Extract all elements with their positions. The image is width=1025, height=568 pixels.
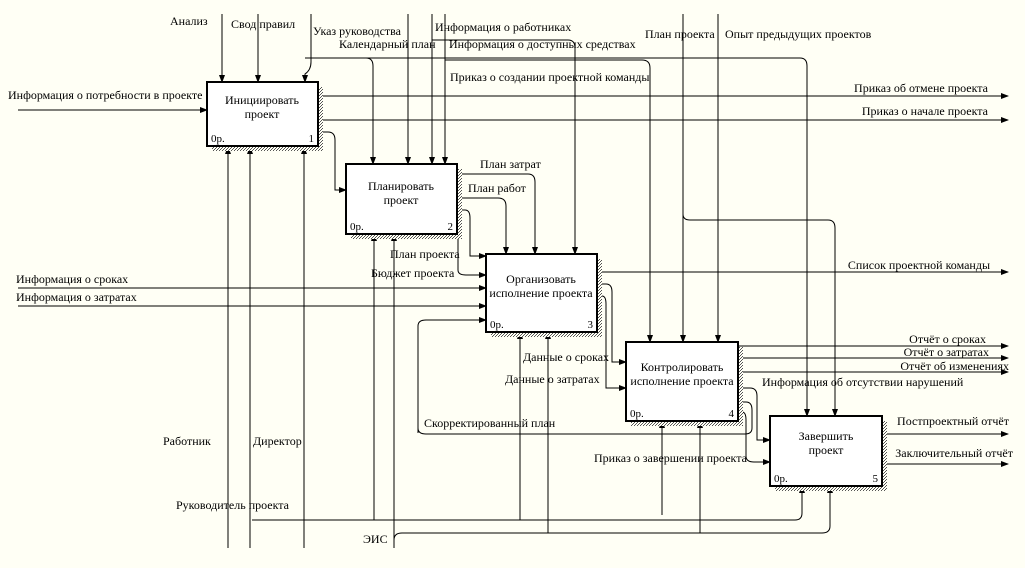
label-info-narusheniya: Информация об отсутствии нарушений xyxy=(762,375,964,389)
arrow-byudzhet xyxy=(457,222,487,278)
box-title-line: исполнение проекта xyxy=(630,374,734,388)
label-otchet-izmeneniya: Отчёт об изменениях xyxy=(900,359,1009,373)
label-spisok-komandy: Список проектной команды xyxy=(848,258,990,272)
label-plan-proekta: План проекта xyxy=(390,247,460,261)
label-info-sredstva: Информация о доступных средствах xyxy=(449,37,636,51)
label-info-potrebnost: Информация о потребности в проекте xyxy=(8,88,202,102)
arrow-ukaz xyxy=(302,14,312,83)
svg-text:проект: проект xyxy=(809,443,845,457)
box-title-line: исполнение проекта xyxy=(489,286,593,300)
activity-box-2[interactable]: Планировать проект 0р. 2 xyxy=(345,163,462,239)
label-plan-zatrat: План затрат xyxy=(480,157,542,171)
svg-text:исполнение проекта: исполнение проекта xyxy=(630,374,734,388)
label-prikaz-komanda: Приказ о создании проектной команды xyxy=(450,70,649,84)
svg-text:проект: проект xyxy=(384,193,420,207)
arrow-eis-b5 xyxy=(393,485,833,548)
arrow-feedback-b3 xyxy=(417,317,487,433)
box-number: 5 xyxy=(873,473,879,485)
label-prikaz-otmena: Приказ об отмене проекта xyxy=(854,81,989,95)
label-zaklyuch: Заключительный отчёт xyxy=(895,446,1014,460)
activity-box-4[interactable]: Контролировать исполнение проекта 0р. 4 xyxy=(625,341,743,426)
label-direktor: Директор xyxy=(253,434,302,448)
activity-box-5[interactable]: Завершить проект 0р. 5 xyxy=(769,415,887,491)
label-plan-proekta-top: План проекта xyxy=(645,27,715,41)
arrow-kalendarny-plan xyxy=(340,57,376,165)
box-cost: 0р. xyxy=(774,473,788,485)
svg-text:Инициировать: Инициировать xyxy=(225,93,300,107)
svg-text:Организовать: Организовать xyxy=(506,272,576,286)
svg-text:Планировать: Планировать xyxy=(368,179,435,193)
arrow-b3-to-b4b xyxy=(597,295,627,391)
box-number: 3 xyxy=(588,319,594,331)
label-otchet-zatraty: Отчёт о затратах xyxy=(904,345,989,359)
activity-boxes: Инициировать проект 0р. 1 Планировать пр… xyxy=(206,81,887,491)
box-number: 1 xyxy=(309,133,315,145)
label-opyt: Опыт предыдущих проектов xyxy=(725,27,872,41)
arrow-plan-proekta-b5 xyxy=(682,213,838,417)
label-ukaz: Указ руководства xyxy=(313,24,402,38)
box-cost: 0р. xyxy=(211,133,225,145)
arrow-b3-to-b4 xyxy=(597,283,627,365)
box-title-line: Инициировать xyxy=(225,93,300,107)
label-info-sroki: Информация о сроках xyxy=(16,272,128,286)
box-title-line: Завершить xyxy=(799,429,854,443)
arrow-plan-zatrat xyxy=(458,173,538,255)
label-prikaz-nachalo: Приказ о начале проекта xyxy=(862,104,989,118)
label-dannye-sroki: Данные о сроках xyxy=(523,350,609,364)
activity-box-3[interactable]: Организовать исполнение проекта 0р. 3 xyxy=(485,253,602,337)
arrow-b4-to-b5 xyxy=(738,411,771,465)
arrows xyxy=(18,14,1009,548)
arrow-labels: Анализ Свод правил Указ руководства Кале… xyxy=(8,14,1014,546)
arrow-rukovoditel-b5 xyxy=(252,485,805,521)
label-analiz: Анализ xyxy=(170,14,208,28)
box-title-line: проект xyxy=(384,193,420,207)
arrow-opyt-b5 xyxy=(305,57,810,417)
label-info-rabotniki: Информация о работниках xyxy=(435,20,571,34)
label-prikaz-zavershenie: Приказ о завершении проекта xyxy=(594,451,748,465)
label-byudzhet: Бюджет проекта xyxy=(371,266,455,280)
label-skorr-plan: Скорректированный план xyxy=(424,416,556,430)
svg-text:проект: проект xyxy=(245,107,281,121)
label-dannye-zatraty: Данные о затратах xyxy=(505,372,600,386)
box-title-line: проект xyxy=(245,107,281,121)
svg-text:исполнение проекта: исполнение проекта xyxy=(489,286,593,300)
box-number: 2 xyxy=(448,221,454,233)
box-title-line: Планировать xyxy=(368,179,435,193)
arrow-info-narusheniya xyxy=(738,387,771,443)
box-number: 4 xyxy=(729,408,735,420)
box-title-line: Организовать xyxy=(506,272,576,286)
svg-text:Контролировать: Контролировать xyxy=(641,360,724,374)
arrow-b4-feedback xyxy=(417,401,753,435)
label-info-zatraty: Информация о затратах xyxy=(16,290,137,304)
label-otchet-sroki: Отчёт о сроках xyxy=(909,332,986,346)
arrow-b1-to-b2 xyxy=(318,131,347,193)
arrow-plan-rabot xyxy=(458,197,509,255)
label-kalendarny-plan: Календарный план xyxy=(339,37,436,51)
arrow-info-sredstva-b4 xyxy=(445,59,653,343)
arrow-prikaz-komanda xyxy=(431,14,578,255)
box-title-line: Контролировать xyxy=(641,360,724,374)
box-cost: 0р. xyxy=(630,408,644,420)
box-cost: 0р. xyxy=(350,221,364,233)
label-rukovoditel: Руководитель проекта xyxy=(176,498,290,512)
label-plan-rabot: План работ xyxy=(468,181,527,195)
label-postproekt: Постпроектный отчёт xyxy=(897,414,1010,428)
label-eis: ЭИС xyxy=(363,532,388,546)
arrow-plan-proekta-b2 xyxy=(458,209,487,259)
box-cost: 0р. xyxy=(490,319,504,331)
activity-box-1[interactable]: Инициировать проект 0р. 1 xyxy=(206,81,323,151)
label-svod-pravil: Свод правил xyxy=(231,17,295,31)
box-title-line: проект xyxy=(809,443,845,457)
label-rabotnik: Работник xyxy=(163,434,211,448)
svg-text:Завершить: Завершить xyxy=(799,429,854,443)
